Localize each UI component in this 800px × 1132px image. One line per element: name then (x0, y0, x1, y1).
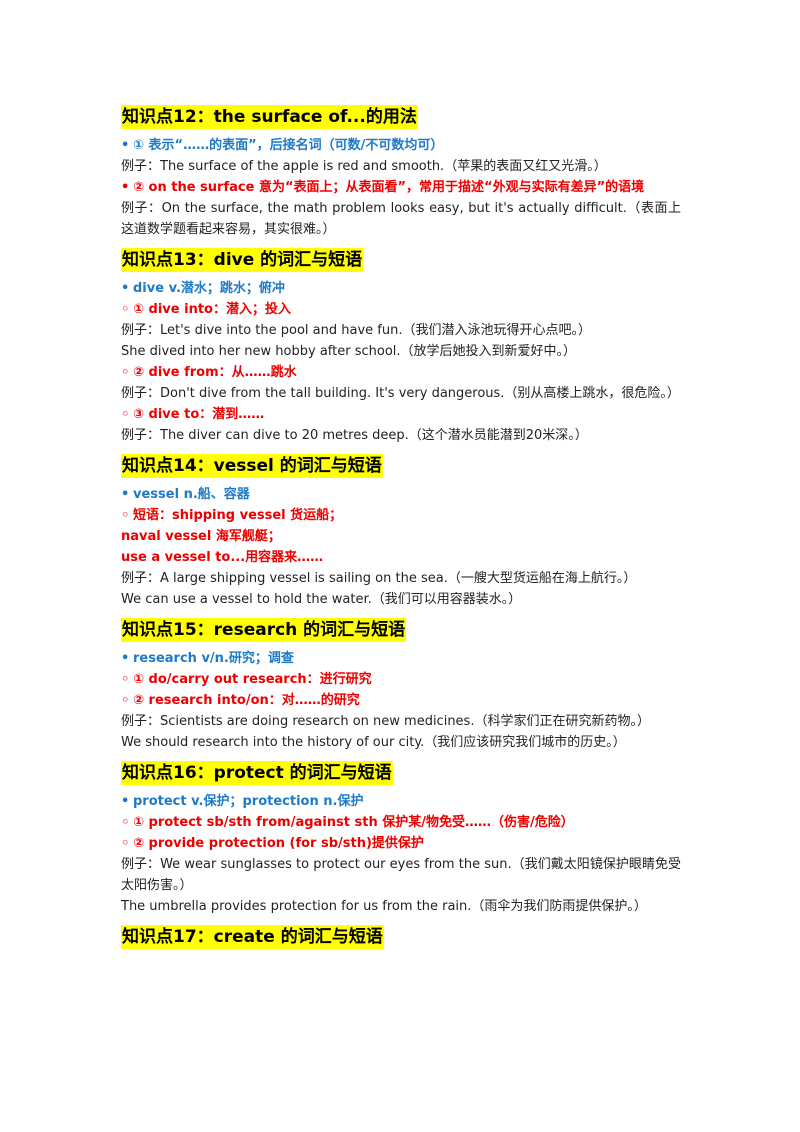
section-heading: 知识点17：create 的词汇与短语 (121, 923, 681, 951)
line-text: 例子：A large shipping vessel is sailing on… (121, 571, 637, 586)
bullet-line: ◦① dive into：潜入；投入 (121, 299, 681, 320)
bullet-line: ◦② dive from：从……跳水 (121, 362, 681, 383)
example-line: We should research into the history of o… (121, 732, 681, 753)
section-heading-text: 知识点15：research 的词汇与短语 (121, 618, 407, 642)
line-text: ① protect sb/sth from/against sth 保护某/物免… (133, 815, 574, 830)
knowledge-section: 知识点17：create 的词汇与短语 (121, 923, 681, 955)
line-text: 例子：We wear sunglasses to protect our eye… (121, 857, 681, 893)
bullet-dot-icon: • (121, 794, 130, 809)
example-line: We can use a vessel to hold the water.（我… (121, 589, 681, 610)
bullet-line: •protect v.保护；protection n.保护 (121, 791, 681, 812)
line-text: 例子：Scientists are doing research on new … (121, 714, 650, 729)
bullet-circle-icon: ◦ (121, 836, 130, 851)
example-line: 例子：A large shipping vessel is sailing on… (121, 568, 681, 589)
example-line: The umbrella provides protection for us … (121, 896, 681, 917)
bullet-circle-icon: ◦ (121, 693, 130, 708)
bullet-circle-icon: ◦ (121, 672, 130, 687)
line-text: We should research into the history of o… (121, 735, 626, 750)
example-line: naval vessel 海军舰艇； (121, 526, 681, 547)
example-line: 例子：Let's dive into the pool and have fun… (121, 320, 681, 341)
line-text: 例子：Don't dive from the tall building. It… (121, 386, 680, 401)
bullet-dot-icon: • (121, 487, 130, 502)
bullet-line: •① 表示“……的表面”，后接名词（可数/不可数均可） (121, 135, 681, 156)
section-heading: 知识点15：research 的词汇与短语 (121, 616, 681, 644)
section-heading-text: 知识点16：protect 的词汇与短语 (121, 761, 393, 785)
example-line: use a vessel to...用容器来…… (121, 547, 681, 568)
knowledge-section: 知识点16：protect 的词汇与短语 •protect v.保护；protec… (121, 759, 681, 917)
bullet-circle-icon: ◦ (121, 365, 130, 380)
section-heading-text: 知识点12：the surface of...的用法 (121, 105, 418, 129)
line-text: use a vessel to...用容器来…… (121, 550, 324, 565)
bullet-dot-icon: • (121, 138, 130, 153)
line-text: ② provide protection (for sb/sth)提供保护 (133, 836, 424, 851)
bullet-line: •vessel n.船、容器 (121, 484, 681, 505)
example-line: She dived into her new hobby after schoo… (121, 341, 681, 362)
line-text: ② dive from：从……跳水 (133, 365, 297, 380)
example-line: 例子：We wear sunglasses to protect our eye… (121, 854, 681, 896)
bullet-line: ◦③ dive to：潜到…… (121, 404, 681, 425)
knowledge-section: 知识点15：research 的词汇与短语 •research v/n.研究；调查… (121, 616, 681, 753)
line-text: ① 表示“……的表面”，后接名词（可数/不可数均可） (133, 138, 444, 153)
example-line: 例子：On the surface, the math problem look… (121, 198, 681, 240)
bullet-line: ◦① do/carry out research：进行研究 (121, 669, 681, 690)
line-text: ① dive into：潜入；投入 (133, 302, 291, 317)
line-text: ② research into/on：对……的研究 (133, 693, 360, 708)
line-text: 例子：On the surface, the math problem look… (121, 201, 681, 237)
knowledge-section: 知识点13：dive 的词汇与短语•dive v.潜水；跳水；俯冲◦① dive… (121, 246, 681, 446)
section-heading-text: 知识点13：dive 的词汇与短语 (121, 248, 364, 272)
line-text: We can use a vessel to hold the water.（我… (121, 592, 522, 607)
line-text: naval vessel 海军舰艇； (121, 529, 281, 544)
line-text: 例子：Let's dive into the pool and have fun… (121, 323, 591, 338)
bullet-line: •② on the surface 意为“表面上；从表面看”，常用于描述“外观与… (121, 177, 681, 198)
line-text: vessel n.船、容器 (133, 487, 250, 502)
bullet-line: ◦② provide protection (for sb/sth)提供保护 (121, 833, 681, 854)
line-text: The umbrella provides protection for us … (121, 899, 647, 914)
example-line: 例子：Scientists are doing research on new … (121, 711, 681, 732)
example-line: 例子：Don't dive from the tall building. It… (121, 383, 681, 404)
section-heading: 知识点14：vessel 的词汇与短语 (121, 452, 681, 480)
section-heading: 知识点16：protect 的词汇与短语 (121, 759, 681, 787)
bullet-dot-icon: • (121, 281, 130, 296)
example-line: 例子：The surface of the apple is red and s… (121, 156, 681, 177)
line-text: ① do/carry out research：进行研究 (133, 672, 372, 687)
line-text: 短语：shipping vessel 货运船； (133, 508, 343, 523)
line-text: 例子：The diver can dive to 20 metres deep.… (121, 428, 588, 443)
bullet-line: •dive v.潜水；跳水；俯冲 (121, 278, 681, 299)
bullet-circle-icon: ◦ (121, 302, 130, 317)
section-heading-text: 知识点17：create 的词汇与短语 (121, 925, 384, 949)
line-text: protect v.保护；protection n.保护 (133, 794, 364, 809)
line-text: 例子：The surface of the apple is red and s… (121, 159, 607, 174)
bullet-dot-icon: • (121, 651, 130, 666)
bullet-dot-icon: • (121, 180, 130, 195)
example-line: 例子：The diver can dive to 20 metres deep.… (121, 425, 681, 446)
section-heading-text: 知识点14：vessel 的词汇与短语 (121, 454, 383, 478)
knowledge-section: 知识点14：vessel 的词汇与短语•vessel n.船、容器◦短语：shi… (121, 452, 681, 610)
knowledge-section: 知识点12：the surface of...的用法•① 表示“……的表面”，后… (121, 103, 681, 240)
bullet-line: ◦① protect sb/sth from/against sth 保护某/物… (121, 812, 681, 833)
line-text: ② on the surface 意为“表面上；从表面看”，常用于描述“外观与实… (133, 180, 645, 195)
bullet-line: ◦短语：shipping vessel 货运船； (121, 505, 681, 526)
line-text: research v/n.研究；调查 (133, 651, 294, 666)
bullet-line: •research v/n.研究；调查 (121, 648, 681, 669)
line-text: ③ dive to：潜到…… (133, 407, 265, 422)
line-text: She dived into her new hobby after schoo… (121, 344, 577, 359)
document-content: 知识点12：the surface of...的用法•① 表示“……的表面”，后… (121, 103, 681, 961)
line-text: dive v.潜水；跳水；俯冲 (133, 281, 285, 296)
section-heading: 知识点12：the surface of...的用法 (121, 103, 681, 131)
bullet-circle-icon: ◦ (121, 407, 130, 422)
section-heading: 知识点13：dive 的词汇与短语 (121, 246, 681, 274)
bullet-circle-icon: ◦ (121, 508, 130, 523)
bullet-line: ◦② research into/on：对……的研究 (121, 690, 681, 711)
bullet-circle-icon: ◦ (121, 815, 130, 830)
